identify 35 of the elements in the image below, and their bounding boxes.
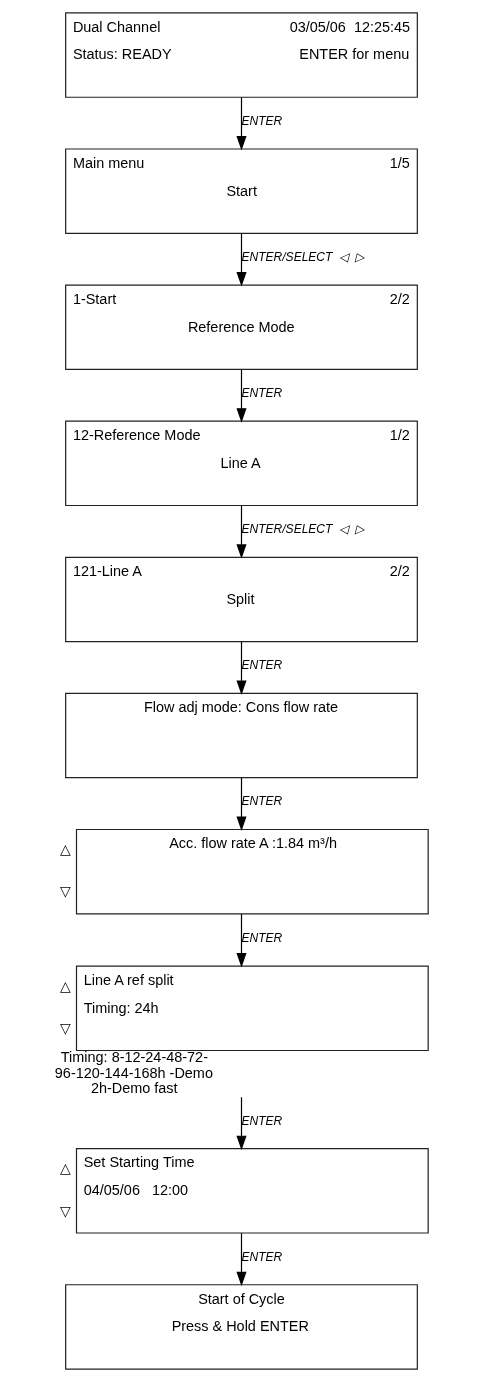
node-label: △	[59, 978, 71, 995]
edge-label: ENTER	[241, 386, 282, 401]
edge-label: ENTER	[241, 113, 282, 128]
arrow	[235, 913, 247, 968]
edge-label: ENTER	[241, 1113, 282, 1128]
node-label: △	[59, 1160, 71, 1177]
node-label: ▽	[59, 1020, 71, 1037]
arrow	[235, 505, 247, 559]
arrow	[235, 369, 247, 423]
node-label: ▽	[59, 883, 71, 900]
node-box: Acc. flow rate A :1.84 m³/h	[75, 828, 429, 915]
arrow	[235, 777, 247, 831]
node-box: 12-Reference Mode 1/2 Line A	[64, 420, 418, 507]
edge-label: ENTER	[241, 1249, 282, 1264]
arrow	[235, 641, 247, 695]
node-box: Line A ref split Timing: 24h	[75, 965, 429, 1052]
arrow	[235, 233, 247, 287]
arrow	[235, 1096, 247, 1151]
node-box: Flow adj mode: Cons flow rate	[64, 692, 418, 779]
edge-label: ENTER	[241, 794, 282, 809]
edge-label: ENTER	[241, 658, 282, 673]
node-box: Dual Channel 03/05/06 12:25:45 Status: READY ENTER for menu	[64, 12, 418, 98]
node-box: 1-Start 2/2 Reference Mode	[64, 284, 418, 371]
node-label: Timing: 8-12-24-48-72- 96-120-144-168h -Demo 2h-Demo fast	[54, 1049, 213, 1097]
node-box: 121-Line A 2/2 Split	[64, 556, 418, 643]
arrow	[235, 1232, 247, 1287]
arrow	[235, 96, 247, 151]
edge-label: ENTER/SELECT ◁ ▷	[241, 250, 364, 265]
edge-label: ENTER/SELECT ◁ ▷	[241, 522, 364, 537]
edge-label: ENTER	[241, 930, 282, 945]
node-label: △	[59, 841, 71, 858]
node-box: Set Starting Time 04/05/06 12:00	[75, 1148, 429, 1234]
node-label: ▽	[59, 1202, 71, 1219]
node-box: Main menu 1/5 Start	[64, 148, 418, 234]
node-box: Start of Cycle Press & Hold ENTER	[64, 1284, 418, 1370]
